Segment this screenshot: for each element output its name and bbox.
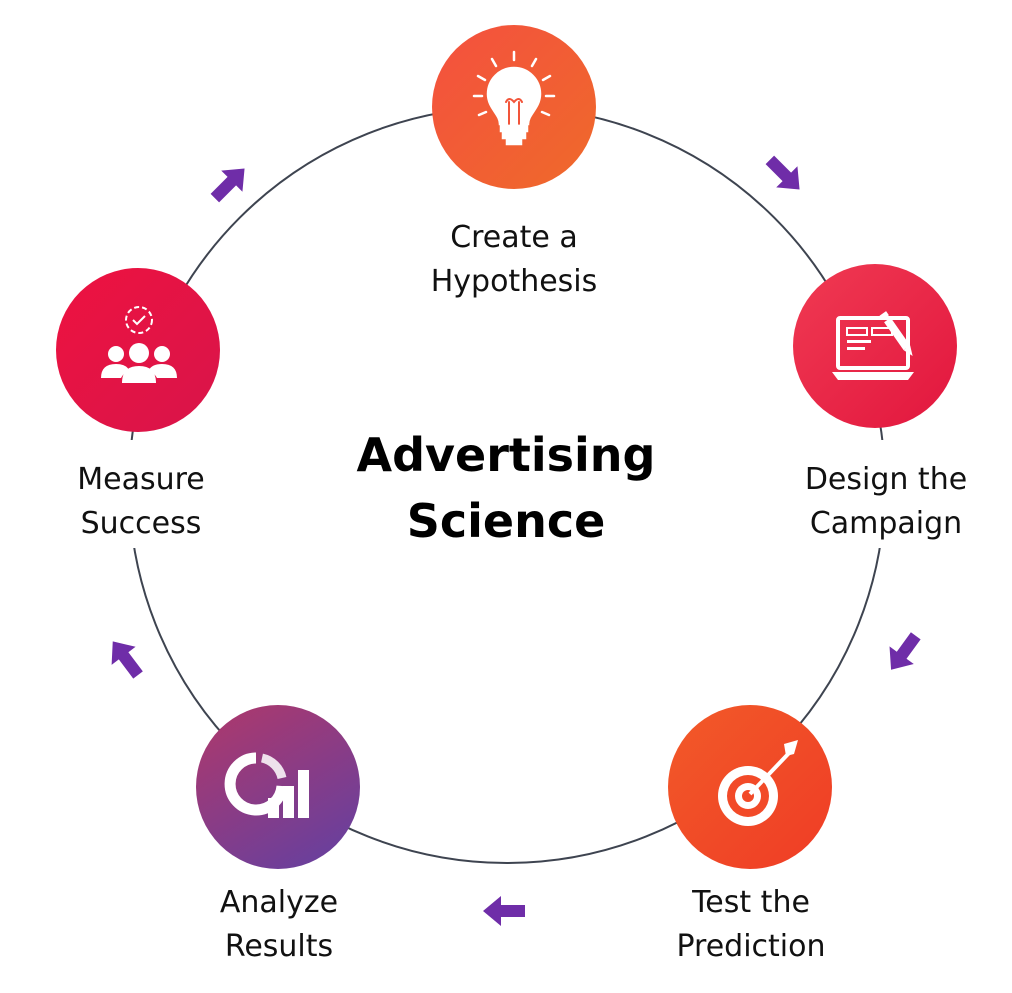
team-gear-icon: [101, 306, 177, 383]
lightbulb-icon: [472, 50, 556, 146]
direction-arrows: [111, 155, 921, 926]
label-line: Create a: [450, 220, 578, 255]
step-results-label: Analyze Results: [149, 881, 409, 969]
label-line: Results: [224, 929, 334, 964]
step-campaign-node: [793, 264, 957, 428]
step-campaign-label: Design the Campaign: [756, 458, 1012, 546]
step-hypothesis-node: [432, 25, 596, 189]
target-arrow-icon: [718, 740, 798, 826]
arrow-icon: [765, 155, 800, 190]
arrow-icon: [483, 896, 525, 926]
step-hypothesis-label: Create a Hypothesis: [384, 216, 644, 304]
label-line: Design the: [804, 462, 968, 497]
laptop-pen-icon: [832, 311, 914, 380]
label-line: Hypothesis: [430, 264, 598, 299]
label-line: Success: [80, 506, 202, 541]
diagram-title: Advertising Science: [306, 422, 706, 554]
arrow-icon: [111, 641, 143, 679]
arrow-icon: [210, 168, 245, 203]
arrow-icon: [889, 632, 921, 670]
step-success-label: Measure Success: [11, 458, 271, 546]
step-prediction-label: Test the Prediction: [621, 881, 881, 969]
analytics-chart-icon: [224, 752, 309, 818]
step-prediction-node: [668, 705, 832, 869]
step-results-node: [196, 705, 360, 869]
title-line: Advertising: [356, 428, 656, 482]
label-mask-measure: [55, 440, 225, 548]
label-line: Prediction: [676, 929, 826, 964]
step-success-node: [56, 268, 220, 432]
label-mask-design: [795, 440, 980, 548]
title-line: Science: [406, 494, 606, 548]
label-line: Test the: [692, 885, 810, 920]
label-line: Measure: [77, 462, 205, 497]
label-line: Analyze: [219, 885, 339, 920]
label-line: Campaign: [809, 506, 963, 541]
